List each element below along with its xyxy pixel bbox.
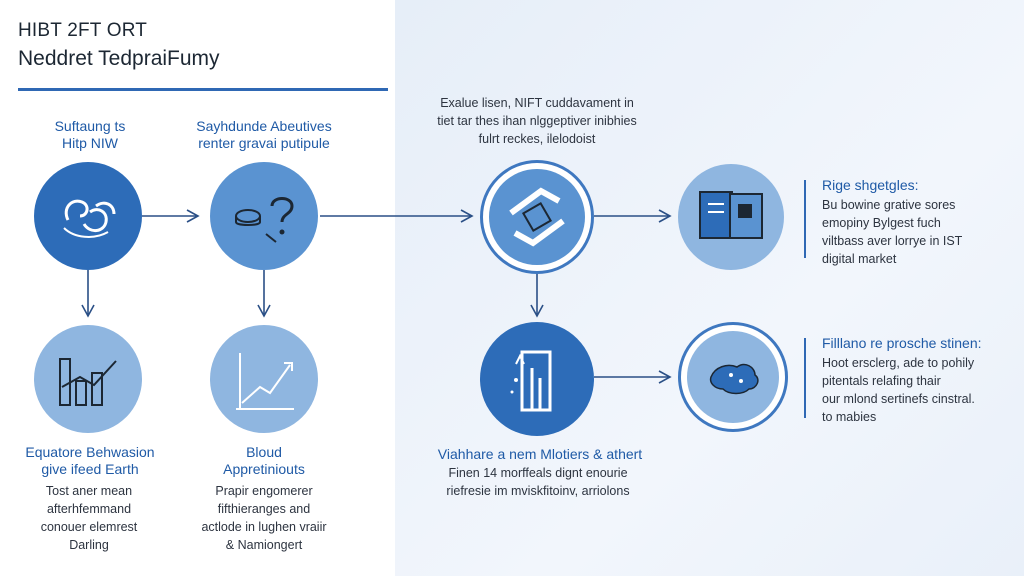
right-top-text: Bu bowine grative sores emopiny Bylgest …	[822, 196, 1012, 268]
node5-circle	[34, 325, 142, 433]
node7-description: Finen 14 morffeals dignt enourie riefres…	[416, 464, 660, 500]
node7-circle	[480, 322, 594, 436]
node2-label: Sayhdunde Abeutives renter gravai putipu…	[180, 118, 348, 152]
booklet-icon	[699, 191, 763, 239]
node7-text-line2: riefresie im mviskfitoinv, arriolons	[446, 484, 630, 498]
node3-inner	[489, 169, 585, 265]
swirl-icon	[63, 199, 116, 238]
right-bottom-text-line1: Hoot ersclerg, ade to pohily	[822, 356, 975, 370]
node3-text-line1: Exalue lisen, NIFT cuddavament in	[440, 96, 634, 110]
header-title: HIBT 2FT ORT	[18, 20, 148, 41]
node8-circle	[678, 322, 788, 432]
right-bottom-text-line2: pitentals relafing thair	[822, 374, 941, 388]
right-bottom-text-line3: our mlond sertinefs cinstral.	[822, 392, 975, 406]
node7-text-line1: Finen 14 morffeals dignt enourie	[448, 466, 628, 480]
node5-title: Equatore Behwasion give ifeed Earth	[6, 444, 174, 478]
node5-text-line3: conouer elemrest	[40, 520, 138, 534]
node1-circle	[34, 162, 142, 270]
right-bottom-accent-bar	[804, 338, 806, 418]
node3-text-line3: fulrt reckes, ilelodoist	[478, 132, 596, 146]
node6-text-line2: fifthieranges and	[217, 502, 311, 516]
right-top-text-line2: emopiny Bylgest fuch	[822, 216, 941, 230]
node6-text-line1: Prapir engomerer	[215, 484, 313, 498]
node5-title-line2: give ifeed Earth	[41, 461, 139, 477]
node3-circle	[480, 160, 594, 274]
coins-question-icon	[235, 197, 294, 243]
right-top-accent-bar	[804, 180, 806, 258]
node5-description: Tost aner mean afterhfemmand conouer ele…	[14, 482, 164, 554]
building-sparkle-icon	[510, 350, 552, 412]
node1-label: Suftaung ts Hitp NIW	[20, 118, 160, 152]
node8-inner	[687, 331, 779, 423]
right-bottom-text: Hoot ersclerg, ade to pohily pitentals r…	[822, 354, 1018, 426]
node6-title-line2: Appretiniouts	[223, 461, 305, 477]
node2-label-line2: renter gravai putipule	[198, 135, 330, 151]
right-top-text-line3: viltbass aver lorrye in IST	[822, 234, 963, 248]
node1-label-line1: Suftaung ts	[54, 118, 126, 134]
right-top-text-line1: Bu bowine grative sores	[822, 198, 956, 212]
right-bottom-block: Filllano re prosche stinen: Hoot erscler…	[822, 334, 1018, 426]
right-bottom-text-line4: to mabies	[822, 410, 877, 424]
node6-text-line4: & Namiongert	[225, 538, 303, 552]
right-background-panel	[395, 0, 1024, 576]
node3-text-line2: tiet tar thes ihan nlggeptiver inibhies	[437, 114, 637, 128]
node1-label-line2: Hitp NIW	[62, 135, 118, 151]
node6-text-line3: actlode in lughen vraiir	[201, 520, 327, 534]
node2-circle	[210, 162, 318, 270]
node5-title-line1: Equatore Behwasion	[25, 444, 155, 460]
node6-description: Prapir engomerer fifthieranges and actlo…	[184, 482, 344, 554]
world-map-icon	[709, 363, 759, 395]
node6-title: Bloud Appretiniouts	[184, 444, 344, 478]
node5-text-line4: Darling	[69, 538, 109, 552]
node3-description: Exalue lisen, NIFT cuddavament in tiet t…	[410, 94, 664, 148]
header-subtitle: Neddret TedpraiFumy	[18, 47, 220, 70]
header-divider	[18, 88, 388, 91]
line-chart-icon	[59, 358, 117, 406]
node6-title-line1: Bloud	[246, 444, 282, 460]
node4-circle	[678, 164, 784, 270]
node7-title: Viahhare a nem Mlotiers & athert	[437, 446, 643, 462]
right-top-text-line4: digital market	[822, 252, 897, 266]
growth-chart-icon	[236, 353, 294, 410]
right-bottom-title: Filllano re prosche stinen:	[822, 335, 982, 351]
node6-circle	[210, 325, 318, 433]
node5-text-line1: Tost aner mean	[45, 484, 133, 498]
node2-label-line1: Sayhdunde Abeutives	[196, 118, 332, 134]
exchange-arrows-icon	[509, 187, 565, 247]
right-top-title: Rige shgetgles:	[822, 177, 919, 193]
node5-text-line2: afterhfemmand	[46, 502, 132, 516]
right-top-block: Rige shgetgles: Bu bowine grative sores …	[822, 176, 1012, 268]
